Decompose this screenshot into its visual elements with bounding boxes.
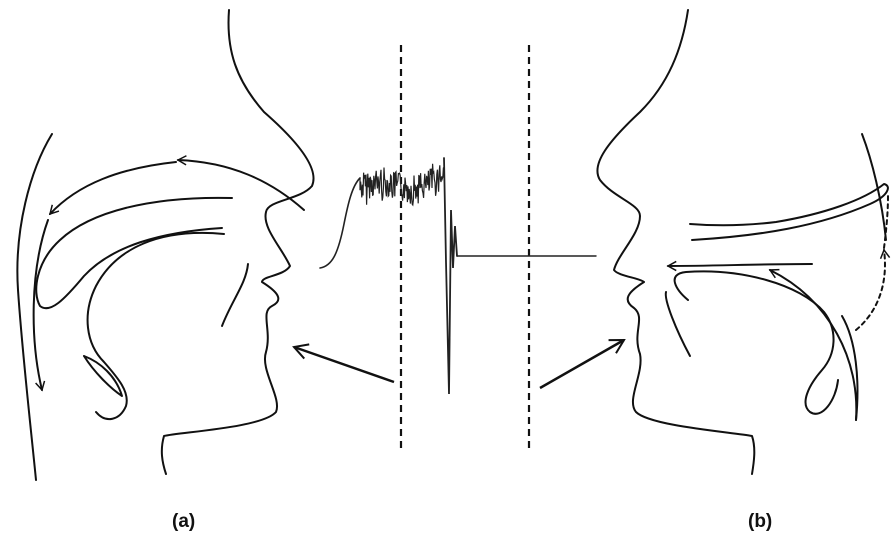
- face-profile-a: [162, 10, 314, 474]
- head-b: [597, 10, 888, 474]
- pharynx-b: [842, 316, 857, 420]
- airflow-arrow-upper-a: [178, 160, 304, 210]
- back-of-head-b: [862, 134, 886, 240]
- oral-cavity-b: [675, 271, 838, 413]
- pointer-arrow-right: [540, 340, 624, 388]
- airflow-arrow-out-b: [668, 264, 812, 266]
- nasal-cavity-b: [690, 184, 888, 240]
- pointer-arrow-left: [294, 347, 394, 382]
- tongue-b: [666, 292, 690, 356]
- tongue-a: [222, 264, 248, 326]
- head-a: [17, 10, 313, 480]
- waveform-rise: [320, 178, 360, 268]
- airflow-arrow-down-a: [34, 220, 48, 390]
- waveform-spike: [444, 158, 457, 394]
- panel-a-label: (a): [172, 511, 195, 533]
- airflow-arrow-dashed-b: [856, 250, 885, 330]
- oral-cavity-a: [88, 233, 224, 419]
- panel-b-label: (b): [748, 511, 772, 533]
- nasal-cavity-a: [36, 198, 232, 308]
- airflow-arrow-curve-a: [50, 162, 176, 214]
- pressure-waveform: [320, 158, 596, 394]
- face-profile-b: [597, 10, 754, 474]
- airflow-arrow-oral-b: [770, 270, 856, 420]
